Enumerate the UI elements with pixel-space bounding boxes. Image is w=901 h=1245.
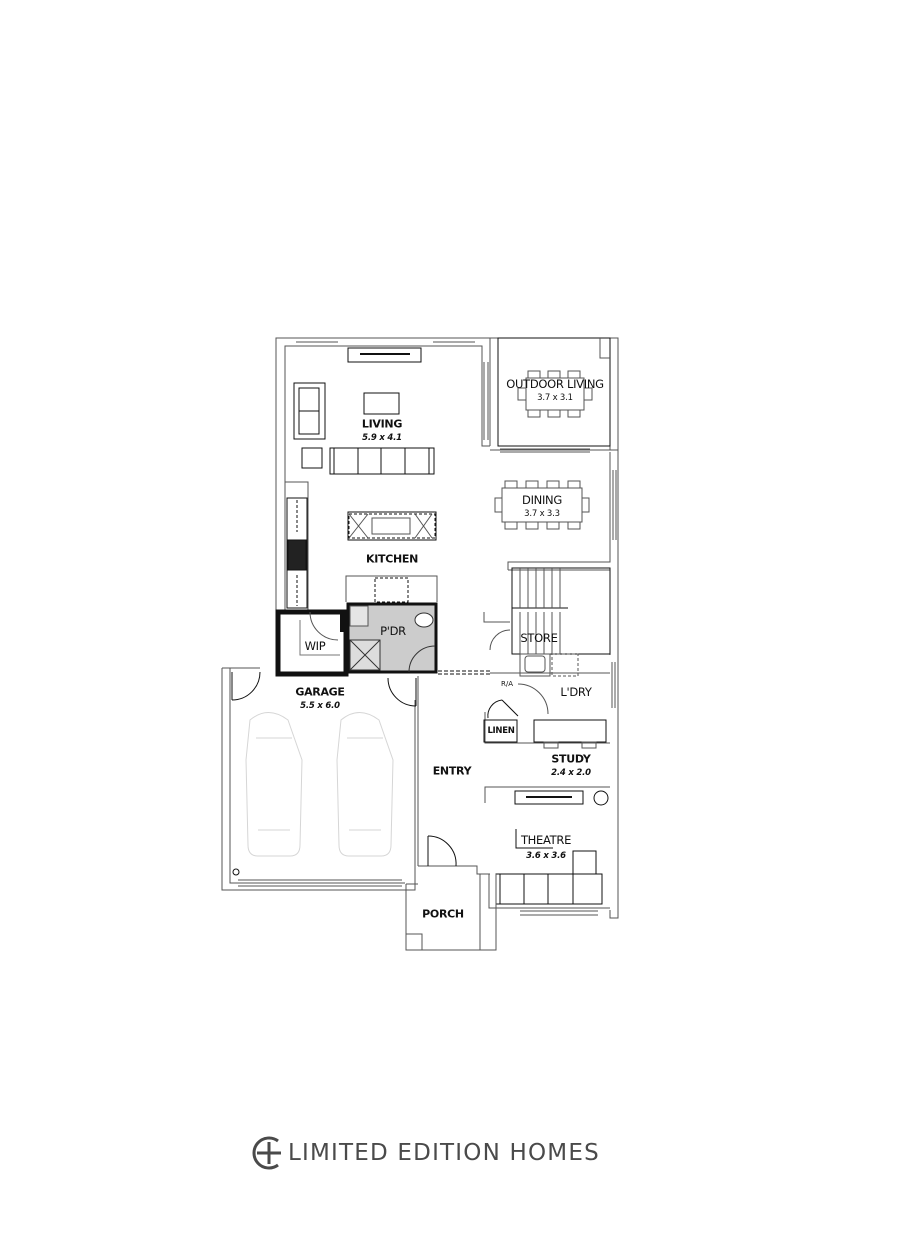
entry-study-theatre-walls — [417, 676, 610, 916]
room-label-linen: LINEN — [487, 726, 515, 736]
room-label-outdoor-living: OUTDOOR LIVING — [506, 377, 604, 391]
room-dimensions-theatre: 3.6 x 3.6 — [526, 851, 566, 861]
room-label-laundry: L'DRY — [560, 685, 592, 699]
room-dimensions-outdoor-living: 3.7 x 3.1 — [537, 393, 573, 403]
garage-cars — [245, 712, 394, 857]
laundry-fixtures — [490, 653, 616, 715]
kitchen-fixtures — [286, 497, 438, 609]
staircase — [483, 567, 611, 655]
brand-name: LIMITED EDITION HOMES — [288, 1140, 600, 1166]
room-label-kitchen: KITCHEN — [365, 552, 419, 566]
dining-set — [494, 480, 590, 530]
plus-circle-logo-icon — [252, 1136, 281, 1170]
annotation-ra: R/A — [500, 680, 514, 688]
outer-walls — [275, 337, 619, 919]
room-label-porch: PORCH — [422, 907, 464, 921]
brand-logo: LIMITED EDITION HOMES — [248, 1133, 600, 1173]
room-dimensions-living: 5.9 x 4.1 — [362, 433, 402, 443]
room-dimensions-dining: 3.7 x 3.3 — [524, 509, 560, 519]
room-dimensions-study: 2.4 x 2.0 — [551, 768, 591, 778]
room-label-store: STORE — [520, 631, 558, 645]
room-label-living: LIVING — [361, 417, 403, 431]
room-label-garage: GARAGE — [295, 685, 345, 699]
porch-walls — [405, 874, 497, 951]
living-furniture — [293, 347, 435, 475]
room-label-dining: DINING — [522, 493, 562, 507]
room-label-theatre: THEATRE — [520, 833, 572, 847]
wip-pdr-walls — [275, 602, 490, 677]
room-label-entry: ENTRY — [432, 764, 472, 778]
room-label-pdr: P'DR — [380, 624, 406, 638]
garage-walls — [221, 667, 417, 891]
room-label-study: STUDY — [551, 752, 591, 766]
room-label-wip: WIP — [304, 639, 326, 653]
outdoor-dining-set — [517, 370, 593, 418]
room-dimensions-garage: 5.5 x 6.0 — [300, 701, 340, 711]
